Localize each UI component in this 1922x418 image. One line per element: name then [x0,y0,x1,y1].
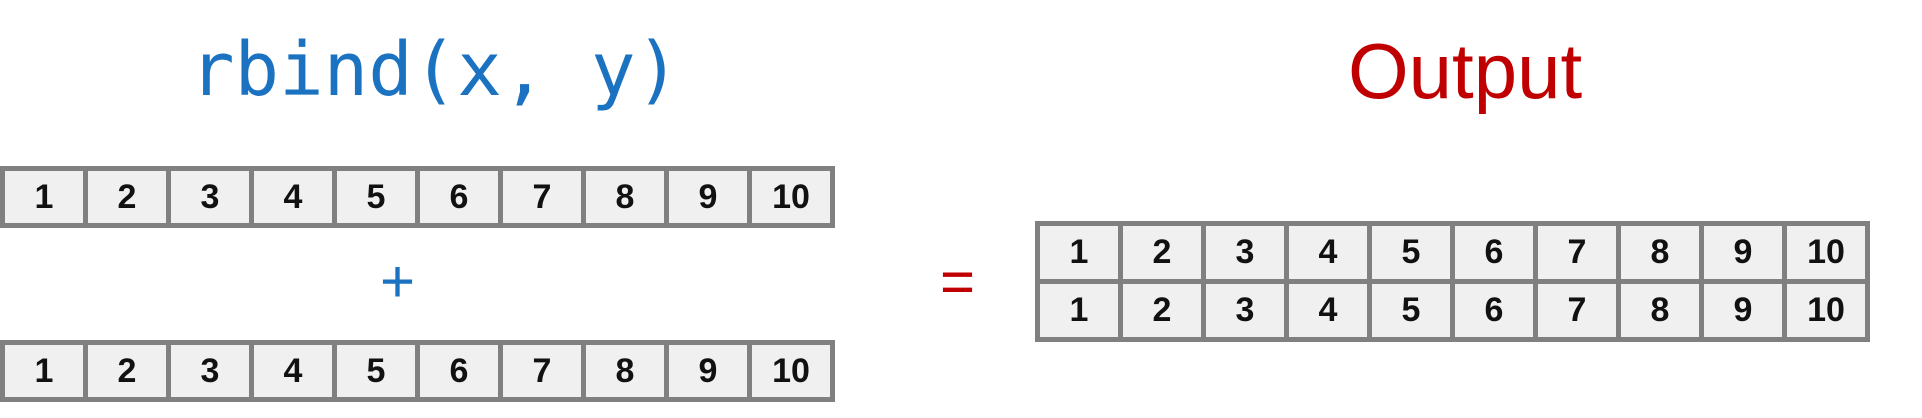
output-cell: 7 [1533,221,1621,284]
x-cell: 4 [249,166,337,228]
y-cell: 10 [747,340,835,402]
output-cell: 5 [1367,279,1455,342]
output-cell: 7 [1533,279,1621,342]
output-cell: 6 [1450,279,1538,342]
output-cell: 1 [1035,279,1123,342]
x-cell: 9 [664,166,752,228]
output-cell: 3 [1201,221,1289,284]
output-cell: 9 [1699,279,1787,342]
y-cell: 9 [664,340,752,402]
y-cell: 5 [332,340,420,402]
output-title: Output [1348,27,1583,115]
x-cell: 8 [581,166,669,228]
x-cell: 3 [166,166,254,228]
output-cell: 5 [1367,221,1455,284]
y-cell: 8 [581,340,669,402]
y-cell: 3 [166,340,254,402]
y-cell: 2 [83,340,171,402]
equals-operator: = [940,248,976,315]
output-cell: 4 [1284,279,1372,342]
output-cell: 1 [1035,221,1123,284]
output-cell: 2 [1118,221,1206,284]
output-cell: 2 [1118,279,1206,342]
x-cell: 5 [332,166,420,228]
output-cell: 8 [1616,279,1704,342]
output-cell: 6 [1450,221,1538,284]
output-cell: 10 [1782,279,1870,342]
y-cell: 6 [415,340,503,402]
y-cell: 7 [498,340,586,402]
x-cell: 6 [415,166,503,228]
output-cell: 4 [1284,221,1372,284]
y-cell: 1 [0,340,88,402]
x-cell: 10 [747,166,835,228]
output-cell: 8 [1616,221,1704,284]
output-cell: 3 [1201,279,1289,342]
x-cell: 7 [498,166,586,228]
x-cell: 2 [83,166,171,228]
y-cell: 4 [249,340,337,402]
function-call-title: rbind(x, y) [190,27,681,113]
plus-operator: + [380,248,416,315]
x-cell: 1 [0,166,88,228]
output-cell: 10 [1782,221,1870,284]
output-cell: 9 [1699,221,1787,284]
